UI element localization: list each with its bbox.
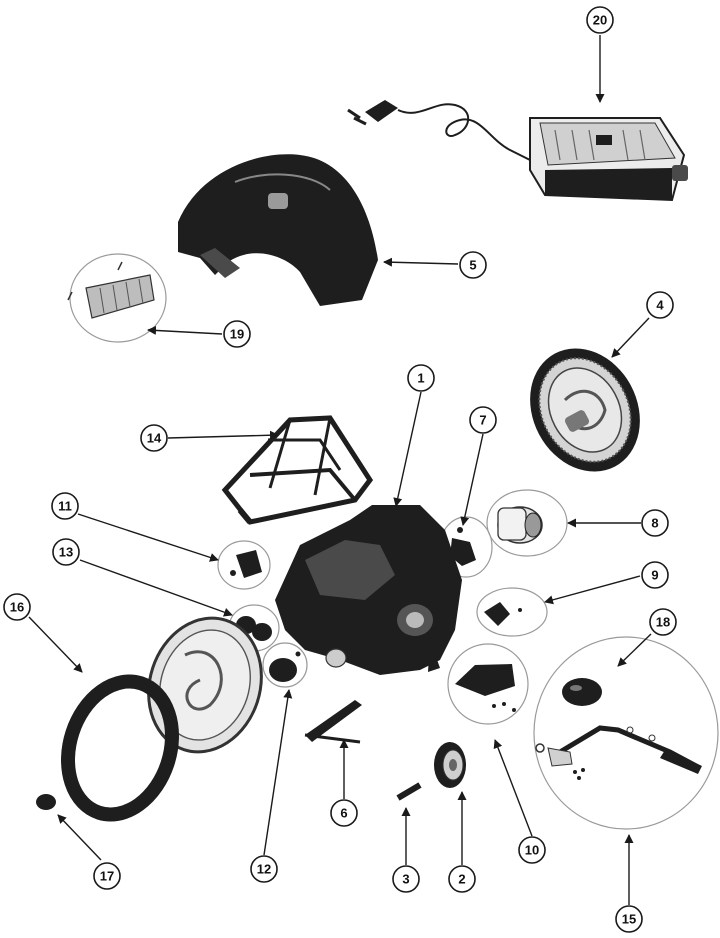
callout-c14: 14 — [140, 424, 168, 452]
callout-number: 2 — [458, 872, 465, 887]
leader-13 — [79, 559, 233, 617]
callout-c8: 8 — [641, 509, 669, 537]
callout-number: 8 — [651, 516, 658, 531]
hose-assembly-illustration — [535, 678, 702, 780]
leader-5 — [383, 257, 459, 267]
callout-circle — [641, 561, 669, 589]
callout-number: 12 — [257, 862, 271, 877]
callout-c16: 16 — [3, 593, 31, 621]
callout-number: 16 — [10, 600, 24, 615]
callout-c20: 20 — [586, 6, 614, 34]
detail-ring-11 — [217, 540, 271, 590]
callout-circle — [518, 836, 546, 864]
callout-c1: 1 — [407, 364, 435, 392]
callout-circle — [51, 492, 79, 520]
callout-number: 15 — [622, 912, 636, 927]
callout-circle — [250, 855, 278, 883]
detail-ring-15 — [533, 636, 719, 830]
callout-circle — [330, 799, 358, 827]
leader-12 — [263, 689, 293, 856]
callout-circle — [3, 593, 31, 621]
callout-circle — [615, 905, 643, 933]
detail-ring-9 — [476, 587, 548, 637]
callout-circle — [586, 6, 614, 34]
small-parts-illustrations — [230, 506, 543, 712]
callout-number: 6 — [340, 806, 347, 821]
power-supply-illustration — [347, 100, 688, 202]
leader-16 — [28, 616, 83, 673]
callout-number: 17 — [100, 869, 114, 884]
left-wheel-and-tyre-illustration — [36, 616, 263, 822]
filter-basket-illustration — [221, 415, 374, 525]
callout-circle — [646, 291, 674, 319]
chassis-illustration — [275, 505, 462, 675]
leader-1 — [393, 391, 422, 507]
callout-number: 4 — [656, 298, 664, 313]
leader-19 — [147, 325, 223, 335]
leader-7 — [460, 433, 484, 526]
callout-c10: 10 — [518, 836, 546, 864]
right-wheel-illustration — [530, 348, 640, 472]
callout-circle — [407, 364, 435, 392]
callout-number: 5 — [469, 258, 476, 273]
callout-circle — [448, 865, 476, 893]
detail-ring-19 — [69, 253, 167, 343]
leader-18 — [617, 633, 652, 667]
detail-ring-12 — [262, 642, 308, 688]
callout-circle — [469, 406, 497, 434]
leader-9 — [544, 575, 641, 605]
callout-c11: 11 — [51, 492, 79, 520]
callout-number: 9 — [651, 568, 658, 583]
callout-circle — [52, 538, 80, 566]
leader-10 — [493, 739, 533, 837]
callout-circle — [392, 865, 420, 893]
callout-number: 14 — [147, 431, 162, 446]
callout-number: 18 — [656, 615, 670, 630]
callout-circle — [649, 608, 677, 636]
callout-c5: 5 — [459, 251, 487, 279]
callout-number: 20 — [593, 13, 607, 28]
callout-c13: 13 — [52, 538, 80, 566]
leader-14 — [167, 430, 279, 440]
callout-c2: 2 — [448, 865, 476, 893]
callout-c19: 19 — [223, 320, 251, 348]
top-cover-illustration — [178, 154, 378, 306]
callout-c4: 4 — [646, 291, 674, 319]
callout-c3: 3 — [392, 865, 420, 893]
callout-c12: 12 — [250, 855, 278, 883]
leader-lines — [28, 35, 652, 905]
callout-number: 3 — [402, 872, 409, 887]
callout-circle — [459, 251, 487, 279]
callout-circle — [641, 509, 669, 537]
leader-17 — [57, 814, 102, 861]
callout-c9: 9 — [641, 561, 669, 589]
callout-number: 13 — [59, 545, 73, 560]
callout-c17: 17 — [93, 862, 121, 890]
leader-11 — [77, 513, 219, 562]
callout-circle — [93, 862, 121, 890]
callout-circle — [140, 424, 168, 452]
callout-number: 7 — [479, 413, 486, 428]
callout-number: 1 — [417, 371, 424, 386]
callout-number: 19 — [230, 327, 244, 342]
callout-c7: 7 — [469, 406, 497, 434]
filter-panel-illustration — [67, 261, 155, 319]
lower-parts-illustrations — [304, 700, 466, 801]
callout-c18: 18 — [649, 608, 677, 636]
callout-c6: 6 — [330, 799, 358, 827]
callout-c15: 15 — [615, 905, 643, 933]
leader-4 — [611, 317, 650, 358]
callout-number: 10 — [525, 843, 539, 858]
callout-number: 11 — [58, 499, 72, 514]
callout-circle — [223, 320, 251, 348]
detail-ring-10 — [447, 643, 529, 725]
